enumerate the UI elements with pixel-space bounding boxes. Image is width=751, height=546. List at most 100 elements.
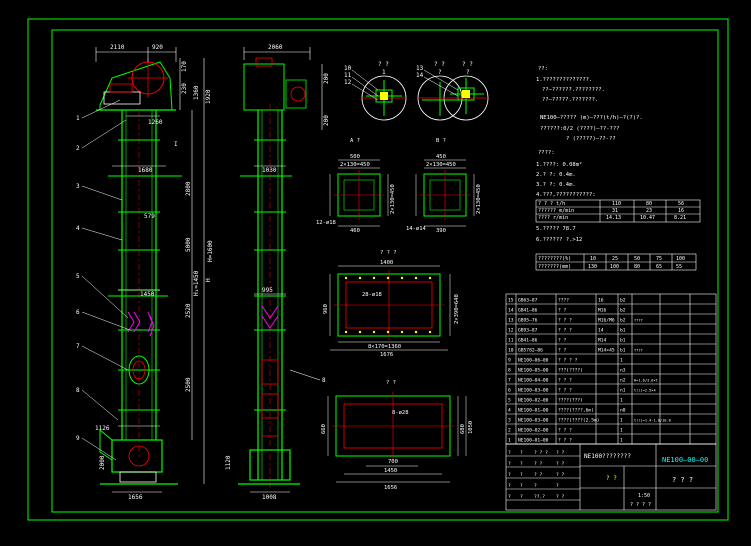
front-top-dim-1: 2110 (110, 44, 125, 51)
bom-cell: 1 (508, 438, 511, 444)
side-vdim-3: 1120 (225, 455, 232, 470)
bom-cell: 16 (598, 298, 604, 304)
speed-r0-2: 23 (646, 208, 652, 214)
bom-cell: 14 (598, 328, 604, 334)
detail-1-title: ? ? (378, 61, 389, 68)
title-grid-cell: ? (520, 461, 523, 467)
top-plan-dim-4: 960 (323, 304, 329, 314)
front-h1-label: H₁=1450 (193, 270, 200, 296)
bom-cell: NE100—01—00 (518, 408, 549, 414)
front-top-dim-2: 920 (152, 44, 163, 51)
extra-1: 5.????? 78.7 (536, 226, 576, 232)
bom-cell: NE100—05—00 (518, 368, 549, 374)
bom-cell: GB93—87 (518, 328, 538, 334)
front-vdim-2: 230 (181, 83, 188, 94)
front-vdim-3: 1360 (193, 85, 200, 100)
detail-3-sub: ? (466, 69, 470, 76)
title-grid-cell: ? (508, 483, 511, 489)
bom-cell: ???? (634, 349, 643, 353)
size-r0-4: 75 (656, 256, 662, 262)
bom-cell: 1 (620, 438, 623, 444)
note-4: NE100—????? (m)—???(t/h)—?(?)?. (540, 115, 643, 121)
bom-cell: ? ? ? ? (558, 358, 578, 364)
side-top-dim: 2060 (268, 44, 283, 51)
bom-cell: ???? (634, 319, 643, 323)
bom-cell: t(l)=2.5×4 (634, 389, 656, 393)
bom-cell: 11 (508, 338, 514, 344)
speed-r1-3: 8.21 (674, 215, 686, 221)
bom-cell: NE100—03—00 (518, 418, 549, 424)
bom-cell: 15 (508, 298, 514, 304)
size-r0-0: ????????(%) (538, 256, 571, 262)
side-balloon: 8 (322, 377, 326, 384)
title-grid-cell: ? (508, 450, 511, 456)
detail-2-sub: ? (438, 69, 442, 76)
title-grid-cell: ? (508, 461, 511, 467)
front-vdim-9: 2000 (99, 455, 106, 470)
bom-cell: 8 (508, 368, 511, 374)
flange-b-dim-1: 450 (436, 154, 446, 160)
detail-3-mark-13: 13 (416, 65, 424, 72)
bom-cell: b2 (620, 298, 626, 304)
bom-cell: ? ? (558, 348, 567, 354)
notes-heading: ??: (538, 66, 548, 72)
detail-1-mark-12: 12 (344, 79, 352, 86)
bom-cell: GB5782—86 (518, 348, 543, 354)
speed-h-2: 80 (646, 201, 652, 207)
bom-cell: ? ? ? (558, 328, 572, 334)
side-bottom-dim: 1008 (262, 494, 277, 501)
bom-cell: n0 (620, 408, 626, 414)
top-plan-dim-1: 1400 (380, 260, 393, 266)
title-sheet: ? ? ? ? (630, 502, 651, 508)
size-r0-5: 100 (676, 256, 685, 262)
front-vdim-7: 2520 (185, 303, 192, 318)
top-plan-dim-3: 1676 (380, 352, 393, 358)
balloon-5: 5 (76, 273, 80, 280)
bom-cell: NE100—04—00 (518, 378, 549, 384)
title-grid-cell: ? (520, 472, 523, 478)
bom-cell: 1 (620, 418, 623, 424)
bom-cell: 4 (508, 408, 511, 414)
balloon-1: 1 (76, 115, 80, 122)
speed-r0-3: 16 (678, 208, 684, 214)
bom-cell: 12 (508, 328, 514, 334)
bom-cell: GB95—76 (518, 318, 538, 324)
bom-cell: M16/M6 (598, 318, 615, 324)
size-table (535, 253, 697, 271)
top-plan-dim-5: 2×390=640 (454, 294, 460, 324)
title-grid-cell: ? ? (534, 472, 543, 478)
bom-cell: 1 (620, 428, 623, 434)
note-2: ??—??????.????????. (542, 87, 605, 93)
detail-3-mark-14: 14 (416, 72, 424, 79)
balloon-8: 8 (76, 387, 80, 394)
flange-b-title: B ? (436, 138, 446, 144)
bom-cell: NE100—01—00 (518, 438, 549, 444)
flange-a-dim-3: 2×130=450 (390, 184, 396, 214)
title-block (505, 443, 717, 511)
front-dim-1680: 1680 (138, 167, 153, 174)
param-2: 2.? ?: 0.4m. (536, 172, 576, 178)
bom-cell: H=1.6/3.0×t (634, 379, 658, 383)
size-r0-2: 25 (612, 256, 618, 262)
front-height-label: H=1600 (207, 240, 214, 262)
bom-cell: ? ? (558, 338, 567, 344)
front-bottom-dim: 1656 (128, 494, 143, 501)
front-h-label: H (205, 278, 212, 282)
title-grid-cell: ? (508, 472, 511, 478)
title-scale: 1:50 (638, 493, 650, 499)
side-dim-995: 995 (262, 287, 273, 294)
front-view (81, 47, 205, 493)
front-vdim-4: 1920 (205, 89, 212, 104)
bom-cell: 6 (508, 388, 511, 394)
detail-1-mark-10: 10 (344, 65, 352, 72)
bom-cell: ? ? ? (558, 378, 572, 384)
size-r0-1: 10 (590, 256, 596, 262)
flange-a-note: 12-ø18 (316, 220, 336, 226)
top-plan-view (329, 265, 451, 351)
size-r1-0: ???????(mm) (538, 264, 571, 270)
front-vdim-6: 5000 (185, 237, 192, 252)
size-r1-5: 55 (676, 264, 682, 270)
bottom-plan-note: 8-ø28 (392, 410, 409, 416)
title-grid-cell: ? ? (556, 494, 565, 500)
